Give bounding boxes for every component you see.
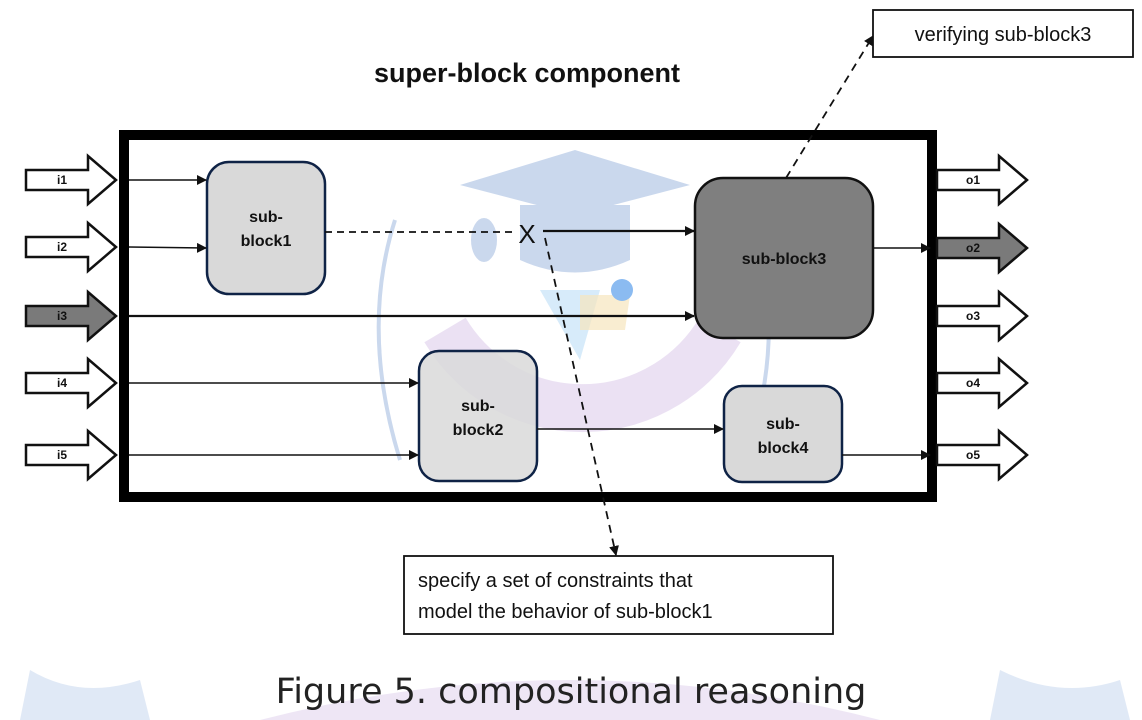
- input-port-arrow-icon: [24, 428, 118, 482]
- input-port-arrow-icon: [24, 153, 118, 207]
- output-port-label: o1: [966, 173, 980, 187]
- sub-block1-label-1: sub-: [249, 209, 283, 226]
- note-constraints: specify a set of constraints that model …: [403, 555, 834, 635]
- input-port-label: i2: [57, 240, 67, 254]
- output-port-label: o2: [966, 241, 980, 255]
- input-port-label: i1: [57, 173, 67, 187]
- sub-block1-label-2: block1: [241, 233, 292, 250]
- input-port-i3[interactable]: i3: [24, 289, 118, 343]
- sub-block2-label-1: sub-: [461, 398, 495, 415]
- sub-block2[interactable]: sub- block2: [417, 349, 539, 483]
- sub-block3[interactable]: sub-block3: [693, 176, 875, 340]
- input-port-arrow-icon: [24, 356, 118, 410]
- output-port-arrow-icon: [935, 221, 1029, 275]
- input-port-i2[interactable]: i2: [24, 220, 118, 274]
- output-port-o5[interactable]: o5: [935, 428, 1029, 482]
- output-port-label: o4: [966, 376, 980, 390]
- note-verifying: verifying sub-block3: [872, 9, 1134, 58]
- watermark: [20, 150, 1130, 720]
- dashed-arrow-constraints: [544, 237, 619, 556]
- input-port-i4[interactable]: i4: [24, 356, 118, 410]
- dashed-arrow-verify: [785, 35, 874, 179]
- output-port-o2[interactable]: o2: [935, 221, 1029, 275]
- input-port-label: i5: [57, 448, 67, 462]
- sub-block4-label-1: sub-: [766, 416, 800, 433]
- input-port-label: i4: [57, 376, 67, 390]
- sub-block3-label: sub-block3: [742, 251, 827, 268]
- note-constraints-line-1: specify a set of constraints that: [418, 570, 693, 592]
- input-port-arrow-icon: [24, 220, 118, 274]
- note-constraints-line-2: model the behavior of sub-block1: [418, 601, 713, 623]
- output-port-o4[interactable]: o4: [935, 356, 1029, 410]
- figure-caption: Figure 5. compositional reasoning: [276, 672, 867, 712]
- input-port-label: i3: [57, 309, 67, 323]
- input-port-arrow-icon: [24, 289, 118, 343]
- sub-block4[interactable]: sub- block4: [722, 384, 844, 484]
- super-block-frame: [119, 130, 937, 502]
- sub-block2-label-2: block2: [453, 422, 504, 439]
- output-port-o3[interactable]: o3: [935, 289, 1029, 343]
- output-port-arrow-icon: [935, 289, 1029, 343]
- sub-block4-label-2: block4: [758, 440, 809, 457]
- input-port-i1[interactable]: i1: [24, 153, 118, 207]
- output-port-arrow-icon: [935, 153, 1029, 207]
- output-port-label: o5: [966, 448, 980, 462]
- wire-i2-sub1: [128, 242, 207, 253]
- sub-block1[interactable]: sub- block1: [205, 160, 327, 296]
- input-port-i5[interactable]: i5: [24, 428, 118, 482]
- output-port-label: o3: [966, 309, 980, 323]
- cut-marker: X: [518, 219, 535, 249]
- output-port-o1[interactable]: o1: [935, 153, 1029, 207]
- output-port-arrow-icon: [935, 356, 1029, 410]
- output-port-arrow-icon: [935, 428, 1029, 482]
- diagram-title: super-block component: [374, 58, 680, 88]
- note-verifying-text: verifying sub-block3: [915, 24, 1092, 46]
